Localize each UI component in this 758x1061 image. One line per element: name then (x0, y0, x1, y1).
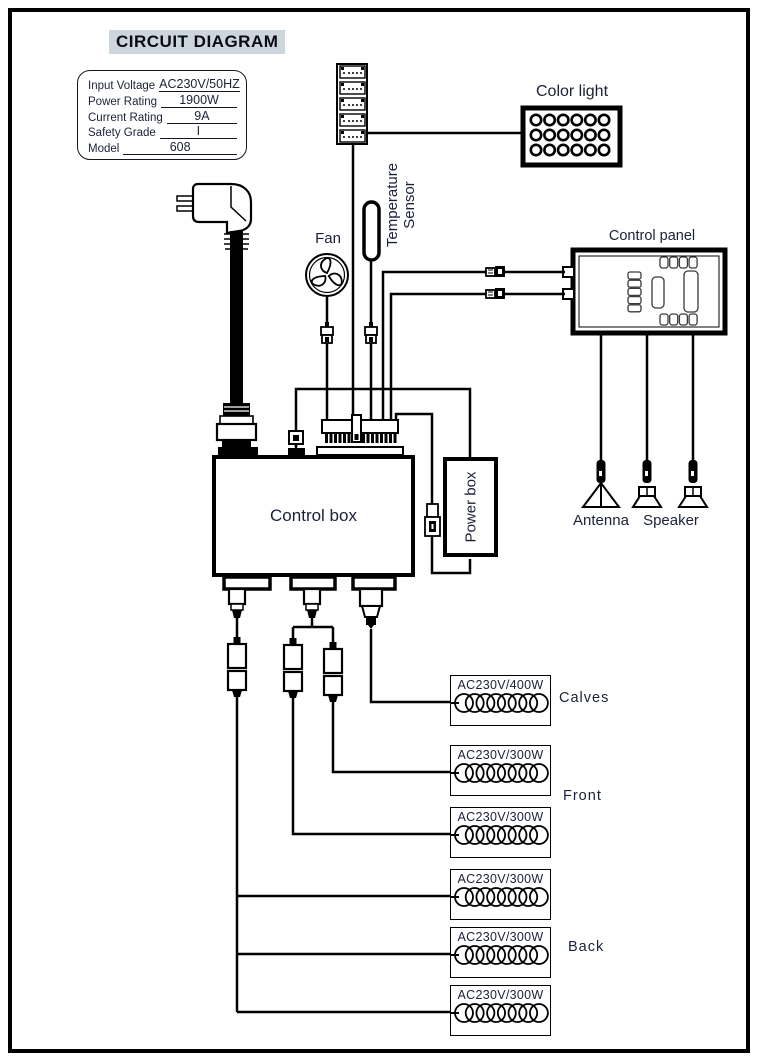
speaker-label: Speaker (643, 512, 699, 529)
spec-label: Power Rating (88, 95, 158, 108)
antenna-label: Antenna (573, 512, 629, 529)
cable-connector-icon (322, 642, 344, 702)
wire-control-panel-2 (389, 292, 565, 420)
heater-rating: AC230V/300W (457, 748, 544, 762)
cable-connector-icon (485, 266, 505, 277)
cable-connector-icon (485, 288, 505, 299)
spec-value: I (159, 125, 237, 140)
spec-label: Input Voltage (88, 80, 156, 92)
heating-coil-icon (451, 763, 549, 783)
wires (235, 131, 695, 1014)
spec-value: 9A (166, 109, 237, 124)
heating-coil-icon (451, 887, 549, 907)
color-light-label: Color light (535, 83, 609, 100)
spec-label: Safety Grade (88, 127, 156, 140)
led-grid-icon (529, 113, 611, 157)
wire-heater-front-1 (331, 702, 450, 774)
terminal-block-stack-icon (336, 63, 368, 145)
cable-connector-icon (282, 638, 304, 698)
cable-connector-icon (364, 322, 378, 344)
zone-label-front: Front (563, 788, 602, 804)
control-box-output-stubs (222, 575, 397, 629)
fan-icon (305, 253, 349, 297)
spec-table: Input Voltage AC230V/50HZ Power Rating 1… (77, 70, 247, 160)
wire-heater-front-2 (291, 698, 450, 836)
heater-front-1: AC230V/300W (450, 745, 551, 796)
spec-label: Current Rating (88, 111, 163, 124)
heating-coil-icon (451, 693, 549, 713)
fan-label: Fan (315, 230, 341, 247)
heater-back-2: AC230V/300W (450, 927, 551, 978)
wire-power-box-top (294, 387, 472, 457)
control-panel-label: Control panel (608, 228, 696, 244)
heater-calves-1: AC230V/400W (450, 675, 551, 726)
page-title: CIRCUIT DIAGRAM (109, 30, 286, 54)
cable-connector-icon (424, 503, 441, 537)
spec-value: AC230V/50HZ (159, 77, 240, 92)
wire-power-box-bottom (394, 412, 472, 575)
control-box-label: Control box (270, 506, 357, 525)
spec-value: 608 (123, 141, 237, 155)
wire-heater-split (291, 618, 335, 642)
heating-coil-icon (451, 825, 549, 845)
wire-heater-calves (369, 629, 450, 704)
spec-row: Input Voltage AC230V/50HZ (88, 77, 240, 92)
power-box: Power box (443, 457, 498, 557)
fuse-connector-icon (288, 430, 305, 456)
spec-row: Safety Grade I (88, 124, 237, 140)
heater-rating: AC230V/300W (457, 810, 544, 824)
zone-label-calves: Calves (559, 690, 610, 706)
zone-label-back: Back (568, 939, 605, 955)
spec-value: 1900W (161, 93, 237, 108)
heating-coil-icon (451, 945, 549, 965)
power-plug-icon (176, 182, 258, 448)
control-box: Control box (212, 455, 415, 577)
control-panel-box (562, 247, 728, 336)
cable-connector-icon (226, 637, 248, 697)
speaker-icon (631, 460, 663, 508)
color-light-box (520, 105, 623, 168)
power-inlet (218, 447, 258, 456)
heater-front-2: AC230V/300W (450, 807, 551, 858)
heater-rating: AC230V/300W (457, 872, 544, 886)
heating-coil-icon (451, 1003, 549, 1023)
spec-row: Model 608 (88, 140, 237, 155)
heater-back-3: AC230V/300W (450, 985, 551, 1036)
heater-back-1: AC230V/300W (450, 869, 551, 920)
spec-label: Model (88, 143, 120, 155)
temperature-sensor-label: Temperature Sensor (384, 162, 418, 248)
heater-rating: AC230V/400W (457, 678, 544, 692)
heater-rating: AC230V/300W (457, 930, 544, 944)
speaker-icon (677, 460, 709, 508)
page-border (8, 8, 750, 1053)
spec-row: Current Rating 9A (88, 109, 237, 124)
ribbon-connector-icon (316, 414, 404, 456)
heater-rating: AC230V/300W (457, 988, 544, 1002)
spec-row: Power Rating 1900W (88, 93, 237, 108)
antenna-icon (581, 460, 621, 508)
temperature-sensor-icon (362, 200, 381, 262)
cable-connector-icon (320, 322, 334, 344)
